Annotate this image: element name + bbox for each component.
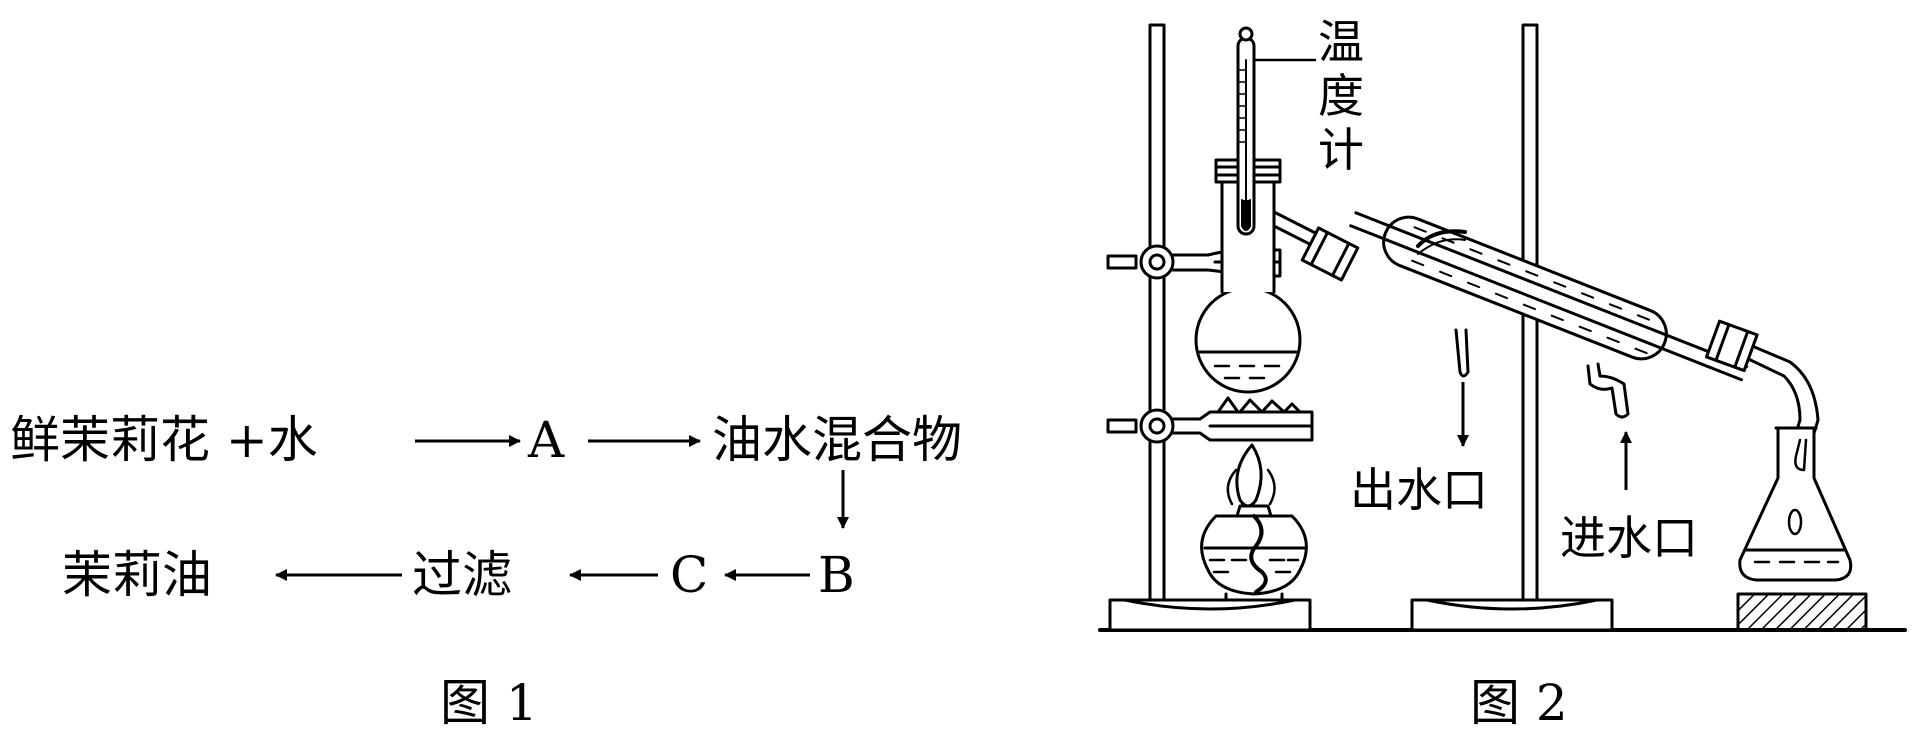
water-inlet-tube: [1586, 362, 1630, 419]
receiving-flask: [1738, 426, 1853, 582]
water-outlet-tube: [1454, 328, 1470, 378]
upper-clamp: [1106, 244, 1282, 280]
figure2-apparatus: [1098, 23, 1907, 632]
outlet-hose: [1416, 229, 1467, 248]
thermometer: [1236, 26, 1317, 236]
label-fresh-jasmine-water: 鲜茉莉花 +水: [10, 411, 318, 469]
condenser-inlet-stopper: [1300, 226, 1360, 282]
caption-figure1: 图 1: [440, 674, 538, 732]
liebig-condenser: [1349, 211, 1749, 382]
label-filter: 过滤: [412, 546, 512, 604]
label-c: C: [670, 546, 708, 604]
figure2-labels: 温 度 计 出水口 进水口 图 2: [1318, 15, 1698, 732]
label-water-inlet: 进水口: [1560, 511, 1698, 565]
label-thermometer-char2: 度: [1318, 69, 1364, 123]
lower-clamp: [1106, 408, 1314, 444]
label-water-outlet: 出水口: [1350, 463, 1488, 517]
label-thermometer-char3: 计: [1318, 123, 1364, 177]
caption-figure2: 图 2: [1470, 674, 1568, 732]
alcohol-lamp: [1200, 443, 1308, 602]
left-iron-stand: [1108, 23, 1312, 632]
label-b: B: [818, 546, 855, 604]
wooden-block: [1736, 592, 1868, 632]
label-thermometer-char1: 温: [1318, 15, 1364, 69]
distillation-flask: [1194, 178, 1302, 394]
label-a: A: [527, 411, 565, 469]
boiling-chips: [1216, 396, 1302, 414]
label-oil-water-mixture: 油水混合物: [712, 411, 962, 469]
adapter: [1705, 319, 1820, 442]
figure1-flowchart: 鲜茉莉花 +水 A 油水混合物 B C 过滤 茉莉油 图 1: [10, 411, 962, 732]
label-jasmine-oil: 茉莉油: [62, 546, 212, 604]
